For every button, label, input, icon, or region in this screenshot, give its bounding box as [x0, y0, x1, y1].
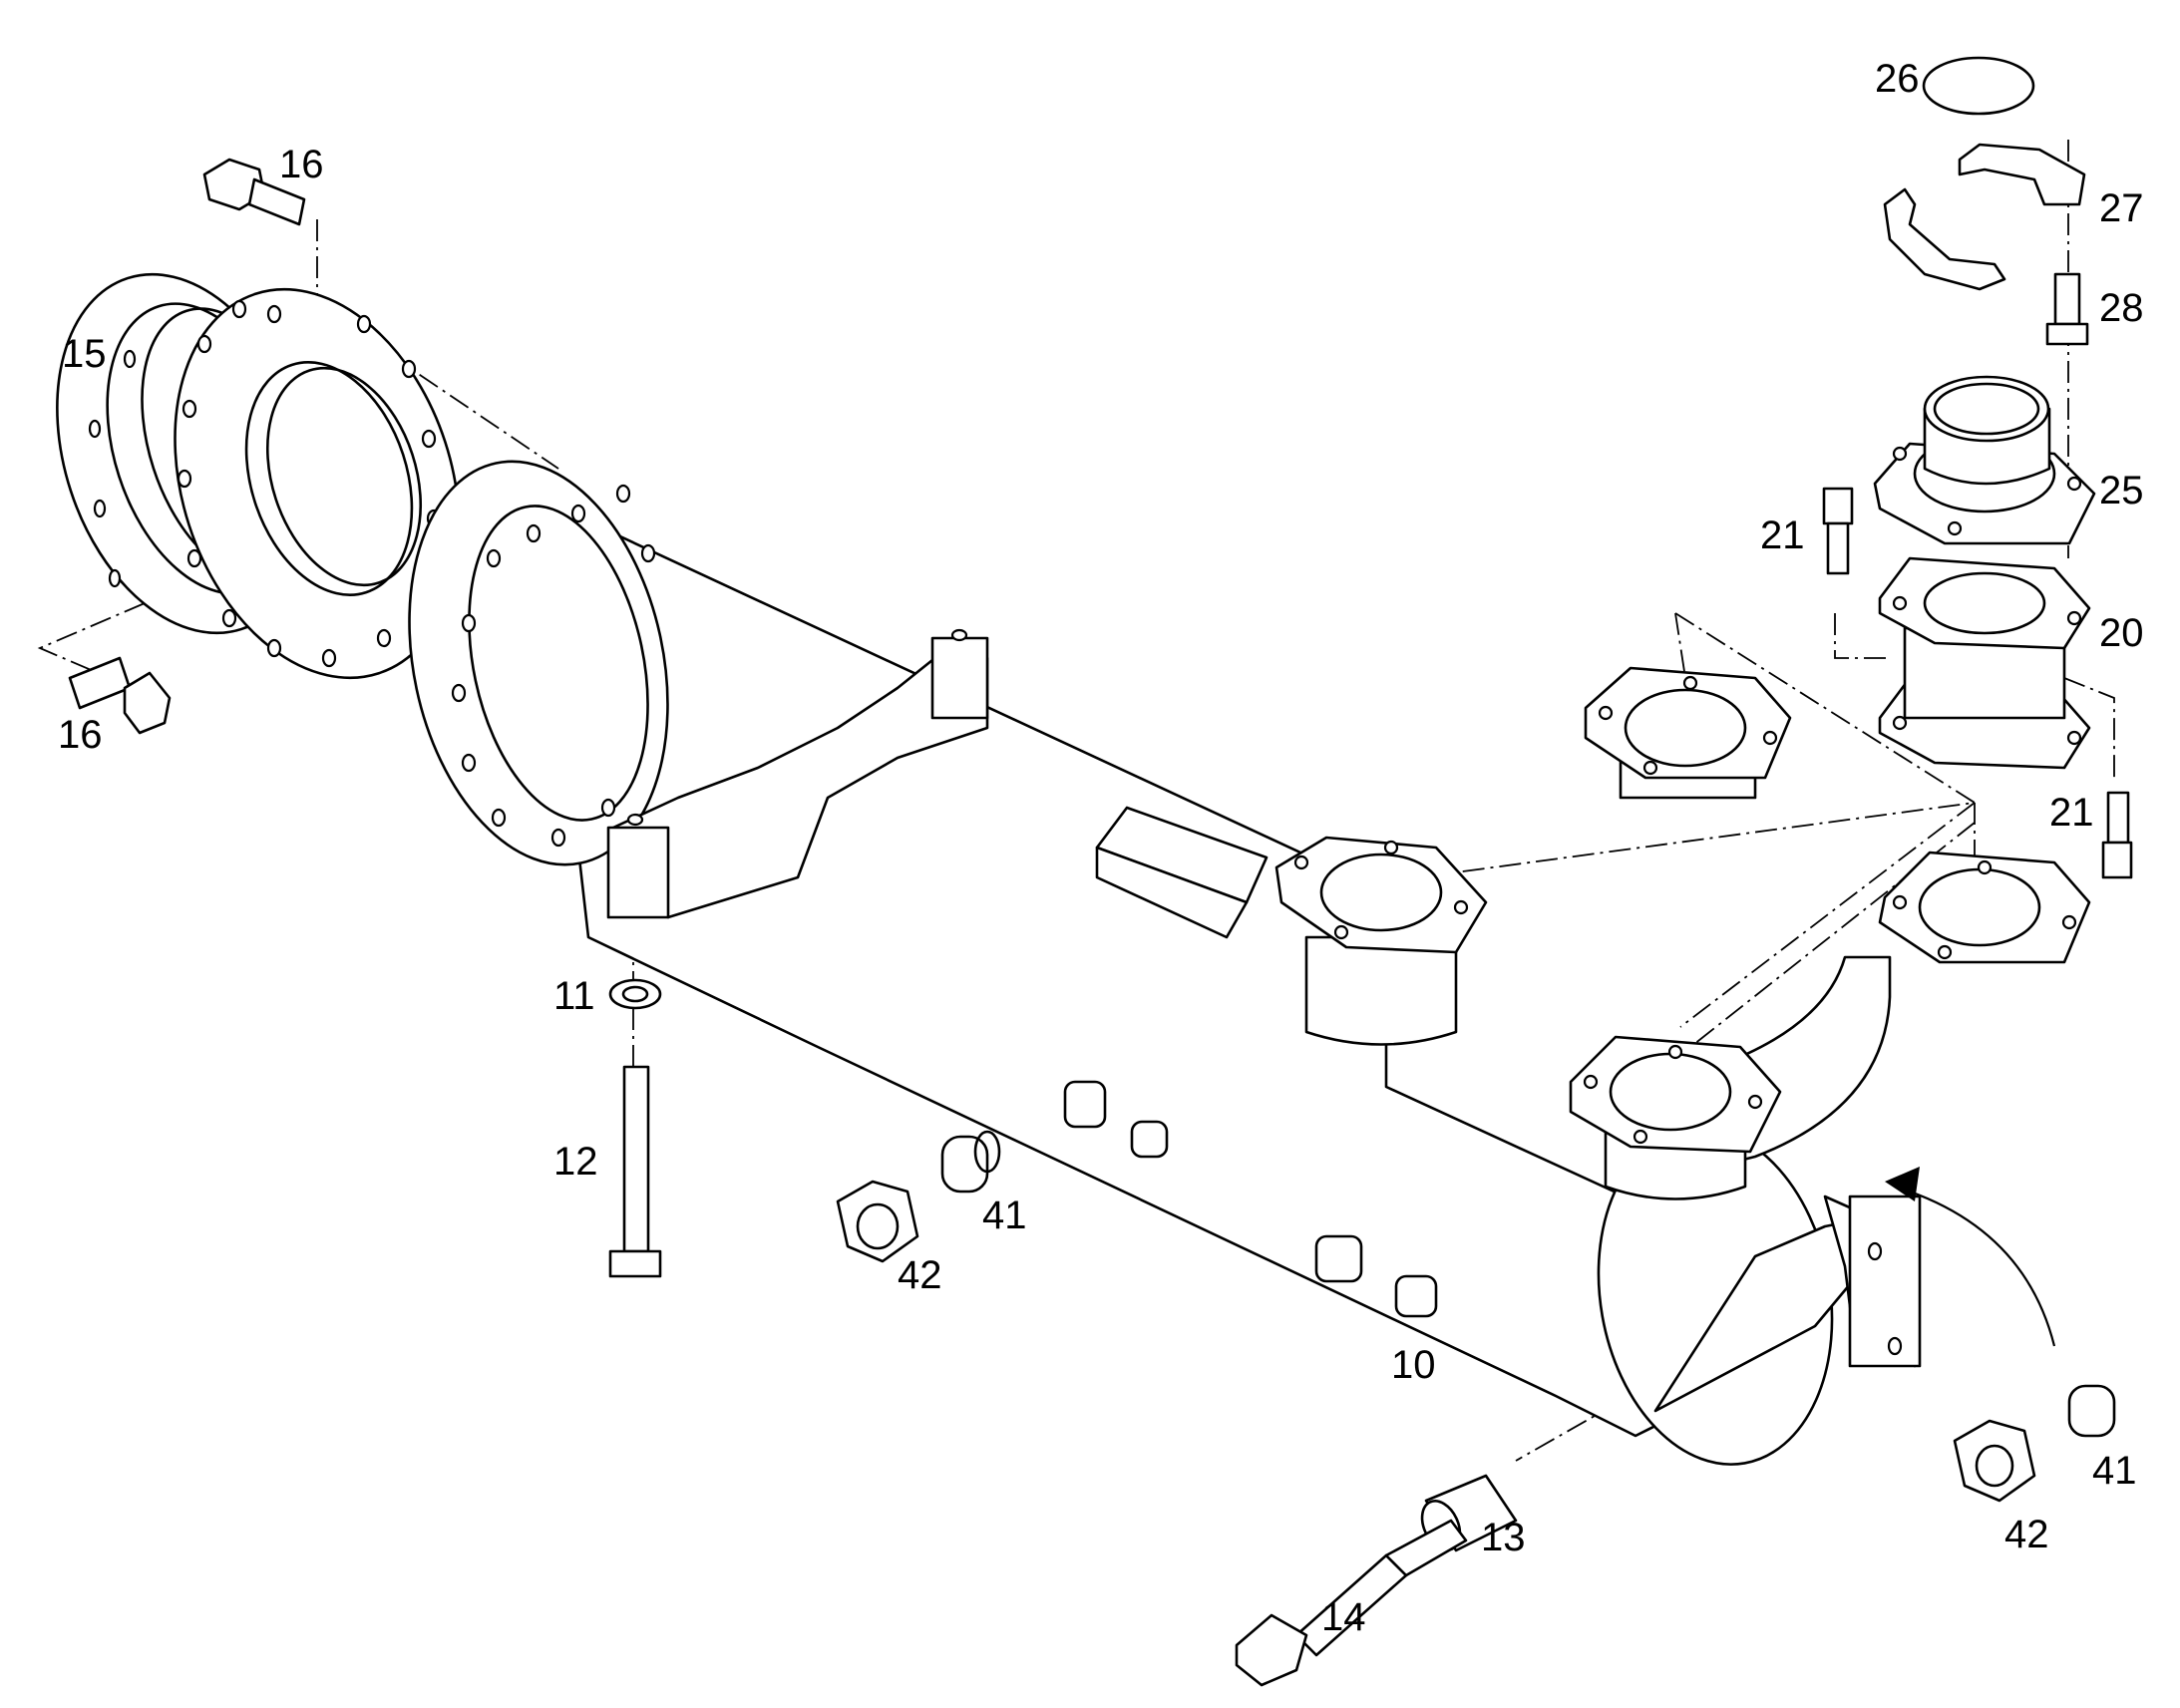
fitting-10-c [1314, 1234, 1363, 1283]
bolt-16-top [202, 158, 306, 226]
callout-25: 25 [2099, 469, 2144, 512]
spacer-20 [1878, 556, 2091, 770]
bolt-21-upper [1822, 487, 1854, 575]
callout-21-lower: 21 [2049, 791, 2094, 835]
outlet-flange-1 [1274, 836, 1488, 1046]
axle-housing [408, 460, 1922, 1466]
callout-labels: 26 27 28 25 21 20 21 16 15 16 11 12 41 4… [58, 57, 2144, 1639]
plug-41-left [940, 1130, 1001, 1194]
callout-12: 12 [553, 1140, 598, 1184]
plug-41-right [2067, 1384, 2116, 1438]
bolt-21-lower [2101, 791, 2133, 879]
callout-16-top: 16 [279, 143, 324, 186]
fitting-10-b [1130, 1120, 1169, 1159]
adapter-flange-25 [1873, 375, 2096, 545]
nut-42-right [1953, 1419, 2036, 1503]
rotation-arrow [1885, 1167, 2056, 1347]
bolt-28 [2045, 272, 2089, 346]
callout-20: 20 [2099, 611, 2144, 655]
callout-42-right: 42 [2004, 1513, 2049, 1556]
washer-11 [608, 978, 662, 1010]
callout-42-left: 42 [898, 1253, 942, 1297]
callout-16-bottom: 16 [58, 713, 103, 757]
clamp-27 [1883, 143, 2086, 291]
fitting-10-d [1394, 1274, 1438, 1318]
bolt-16-bottom [68, 656, 172, 735]
outlet-flange-2 [1584, 666, 1792, 800]
callout-41-right: 41 [2092, 1449, 2137, 1493]
fitting-10-a [1063, 1080, 1107, 1129]
callout-13: 13 [1481, 1516, 1526, 1559]
flange-joint-15 [56, 272, 461, 680]
callout-41-left: 41 [982, 1194, 1027, 1237]
callout-27: 27 [2099, 186, 2144, 230]
callout-14: 14 [1321, 1595, 1366, 1639]
nut-42-left [836, 1180, 919, 1263]
callout-28: 28 [2099, 286, 2144, 330]
callout-26: 26 [1875, 57, 1920, 101]
bolt-14 [1235, 1519, 1468, 1687]
callout-21-upper: 21 [1760, 513, 1805, 557]
callout-11: 11 [553, 974, 595, 1018]
callout-15: 15 [62, 332, 107, 376]
bolt-12 [608, 1065, 662, 1278]
outlet-flange-4 [1569, 1035, 1782, 1200]
callout-10: 10 [1391, 1343, 1436, 1387]
o-ring-26 [1922, 56, 2035, 116]
